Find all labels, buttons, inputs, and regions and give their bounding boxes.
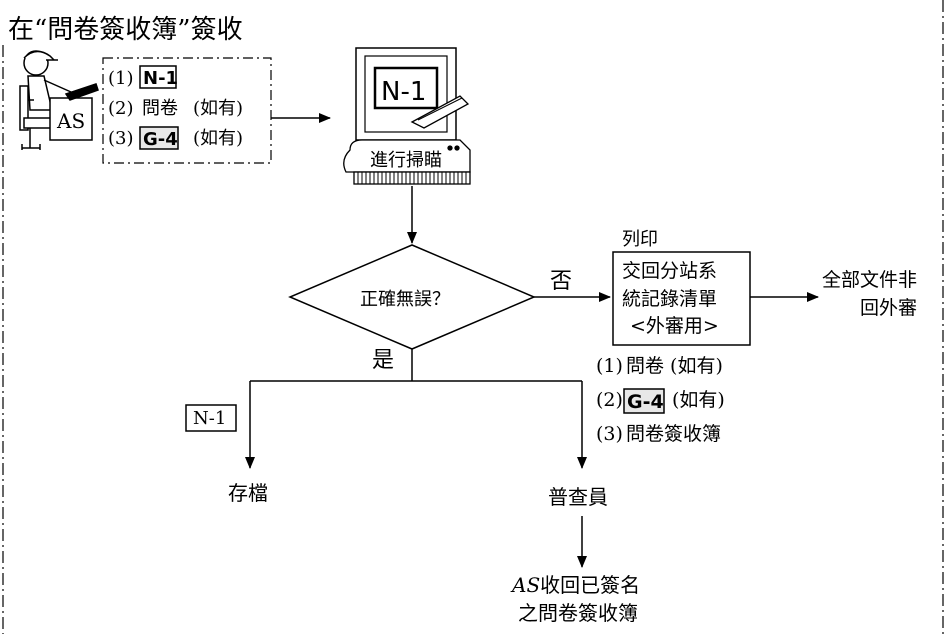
- scanner-icon: [343, 95, 471, 185]
- right-item-2-code: G-4: [627, 391, 664, 413]
- doc-item-1-number: (1): [108, 68, 134, 89]
- right-item-2-note: (如有): [672, 389, 725, 411]
- doc-item-3-note: (如有): [193, 128, 243, 149]
- print-label: 列印: [622, 229, 658, 250]
- document-list-box: [102, 57, 272, 164]
- doc-item-3-code: G-4: [143, 129, 178, 150]
- doc-item-3-number: (3): [108, 128, 134, 149]
- doc-item-1-code: N-1: [143, 68, 178, 89]
- enumerator-label: 普查員: [548, 485, 608, 509]
- monitor-label: N-1: [381, 77, 426, 107]
- final-line1-rest: 收回已簽名: [540, 573, 640, 597]
- doc-item-2-number: (2): [108, 98, 134, 119]
- right-item-3-text: 問卷簽收簿: [626, 423, 721, 445]
- decision-label: 正確無誤？: [360, 289, 450, 310]
- right-item-1-number: (1): [596, 355, 623, 377]
- scan-label: 進行掃瞄: [370, 150, 442, 171]
- print-box-line3: <外審用>: [630, 315, 719, 337]
- title-text: 在“問卷簽收簿”簽收: [8, 15, 243, 45]
- return-label-line1: 全部文件非: [822, 269, 917, 291]
- doc-item-2: (2) 問卷 (如有): [108, 98, 243, 119]
- right-item-2-code-box: [623, 388, 665, 414]
- yes-label: 是: [372, 348, 394, 373]
- print-report-box: [612, 251, 751, 346]
- print-box-line1: 交回分站系: [622, 260, 717, 282]
- right-item-1-text: 問卷 (如有): [626, 355, 723, 377]
- n1-tag-box: [185, 404, 237, 432]
- return-label-line2: 回外審: [860, 297, 917, 319]
- doc-item-2-text: 問卷: [142, 98, 178, 119]
- right-item-2-number: (2): [596, 389, 623, 411]
- no-label: 否: [550, 269, 572, 294]
- doc-item-1: (1) N-1: [108, 65, 178, 89]
- print-box-line2: 統記錄清單: [622, 288, 717, 310]
- as-badge-label: AS: [56, 109, 85, 133]
- archive-label: 存檔: [228, 481, 268, 505]
- final-as-italic: AS: [510, 573, 540, 597]
- final-label-line1: AS收回已簽名: [510, 573, 640, 597]
- monitor-icon: [355, 47, 457, 141]
- doc-item-2-note: (如有): [193, 98, 243, 119]
- n1-tag-label: N-1: [193, 408, 226, 429]
- right-item-3-number: (3): [596, 423, 623, 445]
- person-at-desk-icon: [19, 50, 99, 150]
- final-label-line2: 之問卷簽收簿: [518, 601, 638, 625]
- doc-item-3: (3) G-4 (如有): [108, 126, 243, 150]
